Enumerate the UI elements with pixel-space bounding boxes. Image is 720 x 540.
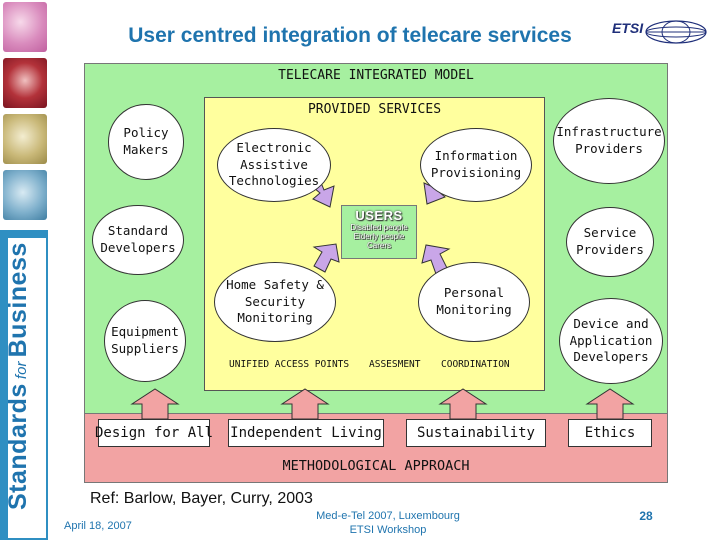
- users-elderly-people: Elderly people: [353, 232, 405, 242]
- box-ethics: Ethics: [568, 419, 652, 447]
- users-disabled-people: Disabled people: [350, 223, 408, 232]
- ellipse-device-application-developers: Device and Application Developers: [559, 298, 663, 384]
- etsi-logo-text: ETSI: [612, 20, 644, 36]
- sidebar-accent-inner: [8, 238, 46, 538]
- etsi-logo: ETSI: [612, 18, 708, 54]
- arrow-home-to-users: [312, 243, 340, 273]
- slide-title: User centred integration of telecare ser…: [128, 24, 572, 47]
- decorative-thumbnail-1: [3, 2, 47, 52]
- decorative-thumbnail-4: [3, 170, 47, 220]
- reference-text: Ref: Barlow, Bayer, Curry, 2003: [90, 490, 313, 507]
- footer-event: Med-e-Tel 2007, Luxembourg ETSI Workshop: [290, 509, 486, 538]
- ellipse-information-provisioning: Information Provisioning: [420, 128, 532, 202]
- ellipse-infrastructure-providers: Infrastructure Providers: [553, 98, 665, 184]
- ellipse-personal-monitoring: Personal Monitoring: [418, 262, 530, 342]
- decorative-thumbnail-2: [3, 58, 47, 108]
- arrow-up-independent: [280, 388, 330, 420]
- methodological-approach-title: METHODOLOGICAL APPROACH: [282, 458, 470, 474]
- ellipse-standard-developers: Standard Developers: [92, 205, 184, 275]
- page-number: 28: [639, 509, 653, 523]
- ellipse-service-providers: Service Providers: [566, 207, 654, 277]
- label-assessment: ASSESMENT: [369, 359, 421, 370]
- footer-event-line2: ETSI Workshop: [349, 524, 427, 537]
- label-coordination: COORDINATION: [441, 359, 510, 370]
- label-unified-access-points: UNIFIED ACCESS POINTS: [229, 359, 350, 370]
- box-independent-living: Independent Living: [228, 419, 384, 447]
- users-box: USERS Disabled people Elderly people Car…: [341, 205, 417, 259]
- left-sidebar: Standards for Business: [0, 0, 52, 540]
- users-title: USERS: [355, 208, 403, 223]
- ellipse-policy-makers: Policy Makers: [108, 104, 184, 180]
- footer-event-line1: Med-e-Tel 2007, Luxembourg: [316, 510, 460, 522]
- ellipse-electronic-assistive-technologies: Electronic Assistive Technologies: [217, 128, 331, 202]
- arrow-personal-to-users: [421, 244, 451, 275]
- decorative-thumbnail-3: [3, 114, 47, 164]
- box-sustainability: Sustainability: [406, 419, 546, 447]
- ellipse-home-safety-monitoring: Home Safety & Security Monitoring: [214, 262, 336, 342]
- etsi-globe-icon: [645, 20, 707, 44]
- arrow-up-sustainability: [438, 388, 488, 420]
- arrow-up-design: [130, 388, 180, 420]
- ellipse-equipment-suppliers: Equipment Suppliers: [104, 300, 186, 382]
- box-design-for-all: Design for All: [95, 419, 213, 447]
- users-carers: Carers: [366, 241, 391, 251]
- provided-services-title: PROVIDED SERVICES: [307, 102, 442, 117]
- footer-date: April 18, 2007: [64, 520, 132, 532]
- arrow-up-ethics: [585, 388, 635, 420]
- telecare-model-title: TELECARE INTEGRATED MODEL: [278, 68, 474, 83]
